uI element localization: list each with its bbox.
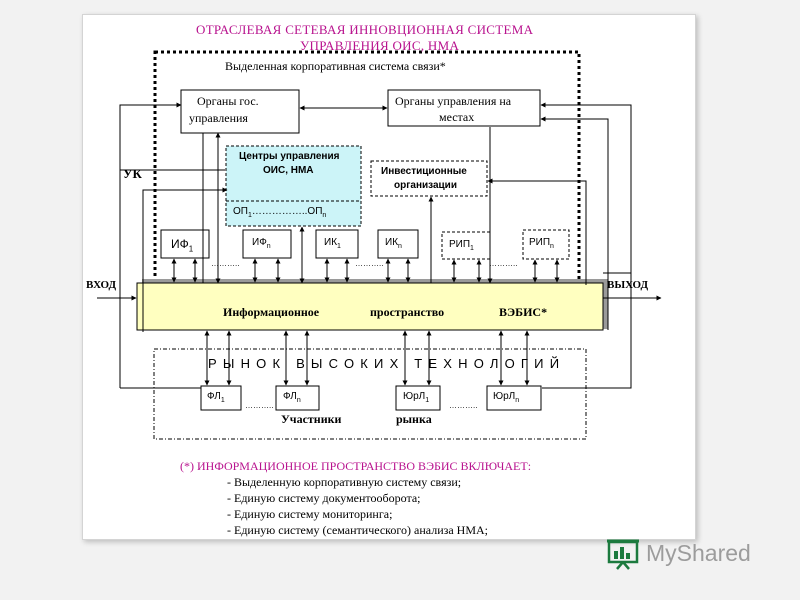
local-bodies-label-2: местах [439,110,475,124]
centers-box [225,145,362,227]
ripn-text: РИП [529,237,551,248]
info-space-word-1: Информационное [223,305,320,319]
uk-label: УК [123,166,142,181]
ikn-box [377,229,419,259]
footnote-item-3: - Единую систему мониторинга; [227,507,393,521]
op-dots: ……………..ОП [251,206,323,217]
vertical-links [202,127,493,284]
ik1-text: ИК [324,237,338,248]
fln-label: ФЛn [283,391,301,404]
url1-text: ЮрЛ [403,391,426,402]
ripn-label: РИПn [529,237,554,250]
market-title: РЫНОК ВЫСОКИХ ТЕХНОЛОГИЙ [208,356,566,371]
url1-index: 1 [425,397,430,404]
fl1-label: ФЛ1 [207,391,225,404]
info-space-band [136,282,604,331]
invest-label-1: Инвестиционные [381,166,467,177]
local-bodies-box [387,89,541,127]
right-connectors [487,102,662,389]
fl1-index: 1 [220,397,225,404]
info-space-word-2: пространство [370,305,445,319]
op-first-index: 1 [247,212,252,219]
fln-text: ФЛ [283,391,297,402]
rip1-index: 1 [470,245,474,252]
logo [606,538,776,570]
participants-label: Участники [281,412,342,426]
info-space-word-3: ВЭБИС* [499,305,548,319]
urln-box [486,385,542,411]
footnote-item-1: - Выделенную корпоративную систему связи… [227,475,462,489]
ifn-box [242,229,292,259]
rip1-label: РИП1 [449,239,474,252]
ikn-text: ИК [385,237,399,248]
left-connectors [97,102,228,389]
fl1-box [200,385,242,411]
title-line-1: ОТРАСЛЕВАЯ СЕТЕВАЯ ИННОВЦИОННАЯ СИСТЕМА [196,22,534,37]
fln-box [275,385,320,411]
logo-text: MyShared [646,540,751,566]
ripn-box [522,229,570,260]
title-line-2: УПРАВЛЕНИЯ ОИС, НМА [300,38,460,53]
rip1-text: РИП [449,239,471,250]
if1-text: ИФ [171,237,189,251]
dots-if: ……….. [211,259,240,268]
corporate-system-label: Выделенная корпоративная система связи* [225,59,446,73]
ikn-index: n [398,243,402,250]
gov-bodies-label-1: Органы гос. [197,94,259,108]
if1-index: 1 [188,244,194,254]
gov-bodies-label-2: управления [189,111,248,125]
ripn-index: n [550,243,554,250]
local-bodies-label-1: Органы управления на [395,94,512,108]
ik1-index: 1 [337,243,341,250]
dots-rip: ……….. [489,259,518,268]
invest-label-2: организации [394,180,457,191]
ik1-box [315,229,359,259]
band-market-arrows [204,330,530,386]
diagram-canvas [97,50,662,440]
url1-label: ЮрЛ1 [403,391,429,404]
if1-box [160,229,210,259]
centers-label-1: Центры управления [239,151,340,162]
centers-label-2: ОИС, НМА [263,165,314,176]
ifn-text: ИФ [252,237,267,248]
footnote-item-2: - Единую систему документооборота; [227,491,421,505]
fln-index: n [296,397,301,404]
market-word-label: рынка [396,412,432,426]
footnote-heading: (*) ИНФОРМАЦИОННОЕ ПРОСТРАНСТВО ВЭБИС ВК… [180,459,532,473]
ifn-label: ИФn [252,237,271,250]
ifn-index: n [266,243,271,250]
invest-box [370,160,488,197]
ik1-label: ИК1 [324,237,341,250]
gov-bodies-box [180,89,300,134]
fl1-text: ФЛ [207,391,221,402]
slide: ОТРАСЛЕВАЯ СЕТЕВАЯ ИННОВЦИОННАЯ СИСТЕМА … [82,14,696,540]
op-first: ОП [233,206,248,217]
box-band-arrows [171,258,560,283]
presentation-board-icon [607,539,639,570]
dots-url: ……….. [449,401,478,410]
op-last-index: n [322,212,327,219]
market-frame [153,348,587,440]
urln-index: n [515,397,520,404]
output-label: ВЫХОД [607,279,649,291]
input-label: ВХОД [86,279,117,291]
rip1-box [441,231,491,260]
dots-fl: ……….. [245,401,274,410]
url1-box [395,385,441,411]
if1-label: ИФ1 [171,237,193,253]
op-range-label: ОП1……………..ОПn [233,206,326,219]
urln-label: ЮрЛn [493,391,519,404]
dots-ik: ……….. [355,259,384,268]
urln-text: ЮрЛ [493,391,516,402]
footnote-item-4: - Единую систему (семантического) анализ… [227,523,489,537]
ikn-label: ИКn [385,237,402,250]
